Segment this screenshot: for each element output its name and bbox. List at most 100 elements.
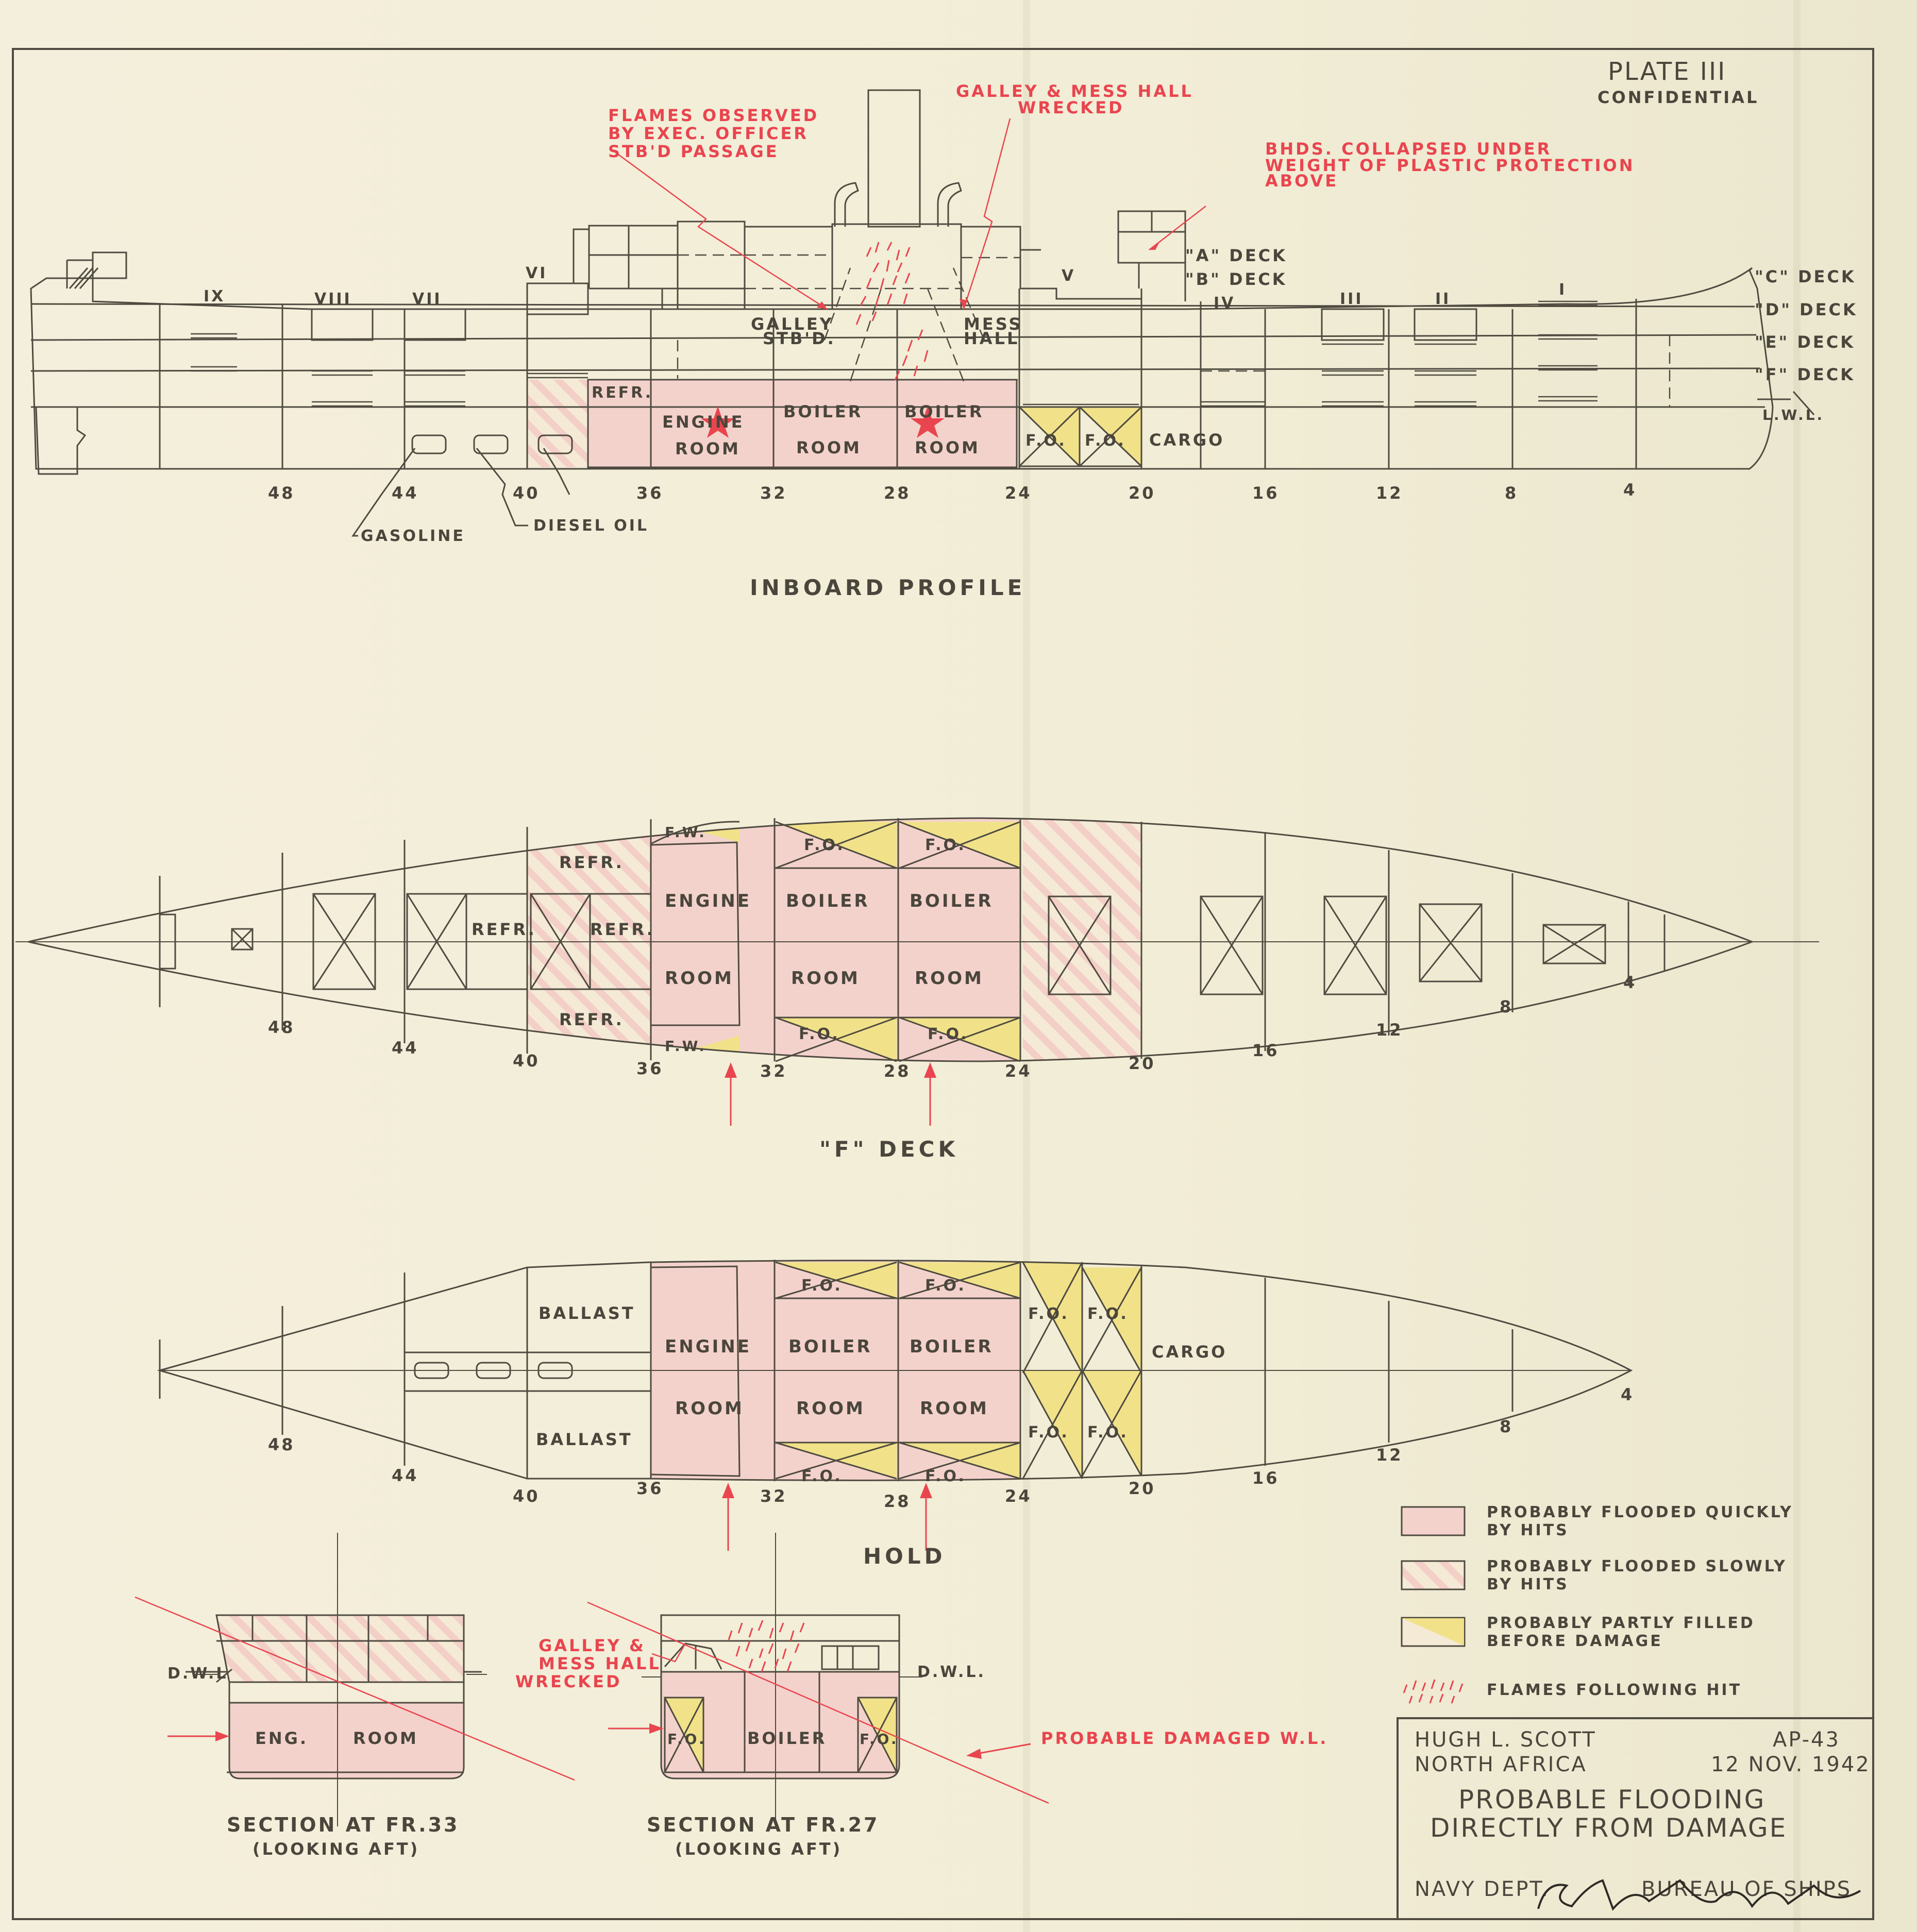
- fdeck-frame-numbers: 48 44 40 36 32 28 24 20 16 12 8 4: [268, 973, 1637, 1081]
- ship-name: HUGH L. SCOTT: [1415, 1728, 1596, 1752]
- deck-f-label: "F" DECK: [1755, 365, 1855, 384]
- frame-number: 20: [1129, 1479, 1156, 1498]
- hold-fo-6: F.O.: [1087, 1305, 1129, 1323]
- profile-frame-numbers: 48 44 40 36 32 28 24 20 16 12 8 4: [268, 480, 1637, 503]
- profile-fo-aft: F.O.: [1025, 432, 1067, 450]
- section33-subtitle: (LOOKING AFT): [253, 1839, 419, 1859]
- hold-fo-4: F.O.: [925, 1467, 966, 1485]
- section27-note-2: MESS HALL: [539, 1654, 661, 1673]
- hold-plan: [157, 1260, 1633, 1551]
- frame-number: 32: [760, 1486, 787, 1506]
- profile-galley: GALLEY: [751, 314, 834, 334]
- hold-fo-3: F.O.: [801, 1467, 843, 1485]
- deck-c-label: "C" DECK: [1755, 267, 1856, 286]
- hold-iv: IV: [1214, 294, 1235, 312]
- section-fr27: [587, 1533, 1049, 1826]
- hold-frame-numbers: 48 44 40 36 32 28 24 20 16 12 8 4: [268, 1385, 1634, 1511]
- fdeck-refr-2: REFR.: [472, 920, 536, 939]
- classification: CONFIDENTIAL: [1598, 88, 1759, 107]
- diesel-tank-1: [473, 434, 509, 454]
- section27-fo-1: F.O.: [667, 1731, 706, 1748]
- diesel-label: DIESEL OIL: [533, 517, 649, 535]
- profile-title: INBOARD PROFILE: [750, 575, 1025, 600]
- legend: [1401, 1506, 1466, 1704]
- deck-e-label: "E" DECK: [1755, 332, 1855, 352]
- bhds-note-3: ABOVE: [1265, 171, 1338, 191]
- fdeck-fo-2: F.O.: [925, 836, 966, 854]
- section27-subtitle: (LOOKING AFT): [675, 1839, 842, 1859]
- hull-number: AP-43: [1773, 1728, 1840, 1752]
- frame-number: 4: [1621, 1385, 1634, 1404]
- hold-boiler-fwd: BOILER: [910, 1336, 994, 1357]
- frame-number: 48: [268, 483, 295, 503]
- legend-1-line-1: PROBABLY FLOODED QUICKLY: [1487, 1503, 1793, 1521]
- section33-eng: ENG.: [255, 1728, 308, 1748]
- hold-fo-8: F.O.: [1087, 1423, 1129, 1442]
- section33-room: ROOM: [353, 1728, 418, 1748]
- location: NORTH AFRICA: [1415, 1753, 1587, 1776]
- section27-title: SECTION AT FR.27: [647, 1814, 879, 1836]
- frame-number: 20: [1129, 1054, 1156, 1073]
- hold-boiler-aft: BOILER: [788, 1336, 872, 1357]
- title-block: [1397, 1717, 1874, 1920]
- border-frame: [12, 48, 1874, 1920]
- frame-number: 4: [1623, 480, 1637, 500]
- hit-marker-star: [911, 406, 945, 438]
- deck-b-label: "B" DECK: [1185, 269, 1287, 289]
- deck-d-label: "D" DECK: [1755, 300, 1858, 319]
- section-fr33: [134, 1533, 575, 1826]
- frame-number: 48: [268, 1018, 295, 1037]
- fdeck-refr-3: REFR.: [590, 920, 655, 939]
- hold-fo-2: F.O.: [925, 1277, 966, 1295]
- waterline-label: L.W.L.: [1762, 406, 1824, 423]
- hit-marker-star: [701, 406, 735, 438]
- frame-number: 8: [1500, 1417, 1513, 1436]
- legend-swatch-quick: [1401, 1506, 1466, 1536]
- frame-number: 40: [513, 1486, 540, 1506]
- bhds-note-1: BHDS. COLLAPSED UNDER: [1265, 139, 1552, 159]
- fdeck-refr-4: REFR.: [559, 1010, 624, 1029]
- galley-note-2: WRECKED: [1018, 98, 1124, 117]
- frame-number: 16: [1252, 1041, 1280, 1060]
- frame-number: 36: [636, 1479, 664, 1498]
- flames-icon: [855, 242, 929, 381]
- frame-number: 8: [1505, 483, 1518, 503]
- frame-number: 16: [1252, 1468, 1280, 1488]
- section33-dwl: D.W.L: [167, 1665, 228, 1683]
- frame-number: 8: [1500, 997, 1513, 1016]
- legend-3-line-2: BEFORE DAMAGE: [1487, 1632, 1663, 1650]
- frame-number: 12: [1376, 1445, 1403, 1465]
- frame-number: 32: [760, 483, 787, 503]
- fdeck-title: "F" DECK: [819, 1137, 959, 1162]
- frame-number: 4: [1623, 973, 1637, 992]
- frame-number: 36: [636, 1059, 664, 1078]
- flames-icon: [728, 1620, 805, 1672]
- frame-number: 32: [760, 1061, 787, 1081]
- profile-hall: HALL: [964, 329, 1019, 348]
- hold-ballast-1: BALLAST: [539, 1303, 635, 1323]
- fdeck-refr-1: REFR.: [559, 853, 624, 872]
- flames-note-1: FLAMES OBSERVED: [608, 106, 819, 125]
- profile-boiler-fwd-room: ROOM: [915, 438, 980, 457]
- hold-engine: ENGINE: [665, 1336, 751, 1357]
- drawing-title-2: DIRECTLY FROM DAMAGE: [1430, 1813, 1787, 1843]
- frame-number: 12: [1376, 1020, 1403, 1040]
- profile-mess: MESS: [964, 314, 1022, 334]
- date: 12 NOV. 1942: [1711, 1753, 1871, 1776]
- boiler-room-fwd-profile: [896, 379, 1018, 468]
- profile-stbd: STB'D.: [763, 329, 836, 348]
- legend-flames-icon: [1403, 1679, 1464, 1704]
- section27-boiler: BOILER: [747, 1728, 827, 1748]
- legend-2-line-1: PROBABLY FLOODED SLOWLY: [1487, 1557, 1787, 1575]
- hold-vii: VII: [412, 290, 442, 308]
- fdeck-boiler-fwd: BOILER: [910, 891, 994, 911]
- fold-line: [1793, 0, 1801, 1932]
- frame-number: 48: [268, 1435, 295, 1454]
- legend-1-line-2: BY HITS: [1487, 1521, 1569, 1539]
- hold-ii: II: [1435, 290, 1451, 308]
- legend-swatch-slow: [1401, 1560, 1466, 1590]
- frame-number: 44: [392, 1038, 419, 1058]
- signature: [1537, 1879, 1861, 1911]
- frame-number: 28: [884, 1061, 911, 1081]
- deck-a-label: "A" DECK: [1185, 246, 1287, 265]
